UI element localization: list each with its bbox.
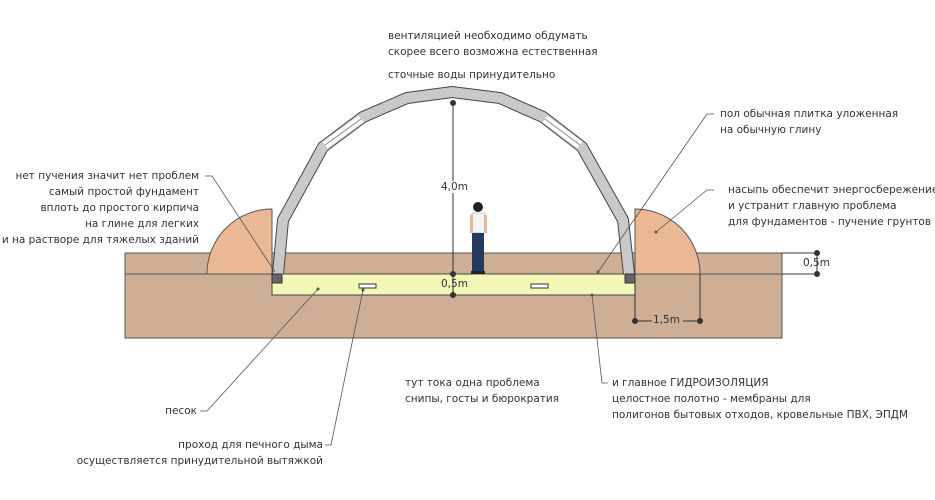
embankment-line: для фундаментов - пучение грунтов [728,216,932,228]
foundation-line: самый простой фундамент [48,186,199,198]
embankment-line: и устранит главную проблема [728,200,897,212]
foundation-left [271,273,283,284]
foundation-line: и на растворе для тяжелых зданий [1,234,199,246]
embankment-width-label: 1,5m [653,314,680,326]
leader-lines [200,113,714,446]
foundation-line: вплоть до простого кирпича [40,202,199,214]
bureaucracy-note: тут тока одна проблема снипы, госты и бю… [405,375,559,407]
waterproofing-line: целостное полотно - мембраны для [612,393,811,405]
floor-note: пол обычная плитка уложенная на обычную … [720,106,898,138]
smoke-duct-right [530,283,549,289]
smoke-line: проход для печного дыма [178,439,323,451]
sand-note: песок [165,405,197,417]
dimension-lines [450,100,820,324]
embankment-note: насыпь обеспечит энергосбережение и устр… [728,182,935,230]
ventilation-line: вентиляцией необходимо обдумать [388,30,588,42]
right-embankment [634,208,701,275]
bureaucracy-line: снипы, госты и бюрократия [405,393,560,405]
floor-line: на обычную глину [720,124,822,136]
ventilation-note: вентиляцией необходимо обдумать скорее в… [388,28,598,60]
waterproofing-note: и главное ГИДРОИЗОЛЯЦИЯ целостное полотн… [612,375,908,423]
arch-dome [272,85,635,275]
smoke-duct-left [358,283,377,289]
person-figure [470,202,487,274]
sewage-note: сточные воды принудительно [388,69,556,81]
smoke-line: осуществляется принудительной вытяжкой [76,455,323,467]
foundation-line: на глине для легких [84,218,199,230]
waterproofing-line: и главное ГИДРОИЗОЛЯЦИЯ [612,377,769,389]
left-embankment [206,208,273,275]
embankment-height-label: 0,5m [803,257,830,269]
embankment-line: насыпь обеспечит энергосбережение [728,184,935,196]
foundation-note: нет пучения значит нет проблем самый про… [2,168,199,248]
ventilation-line: скорее всего возможна естественная [388,46,598,58]
arrow-heads [316,230,658,297]
floor-line: пол обычная плитка уложенная [720,108,899,120]
height-dimension-label: 4,0m [441,181,468,193]
foundation-right [624,273,636,284]
smoke-note: проход для печного дыма осуществляется п… [77,437,323,469]
bureaucracy-line: тут тока одна проблема [405,377,540,389]
slab-dimension-label: 0,5m [441,278,468,290]
waterproofing-line: полигонов бытовых отходов, кровельные ПВ… [612,409,909,421]
foundation-line: нет пучения значит нет проблем [15,170,199,182]
